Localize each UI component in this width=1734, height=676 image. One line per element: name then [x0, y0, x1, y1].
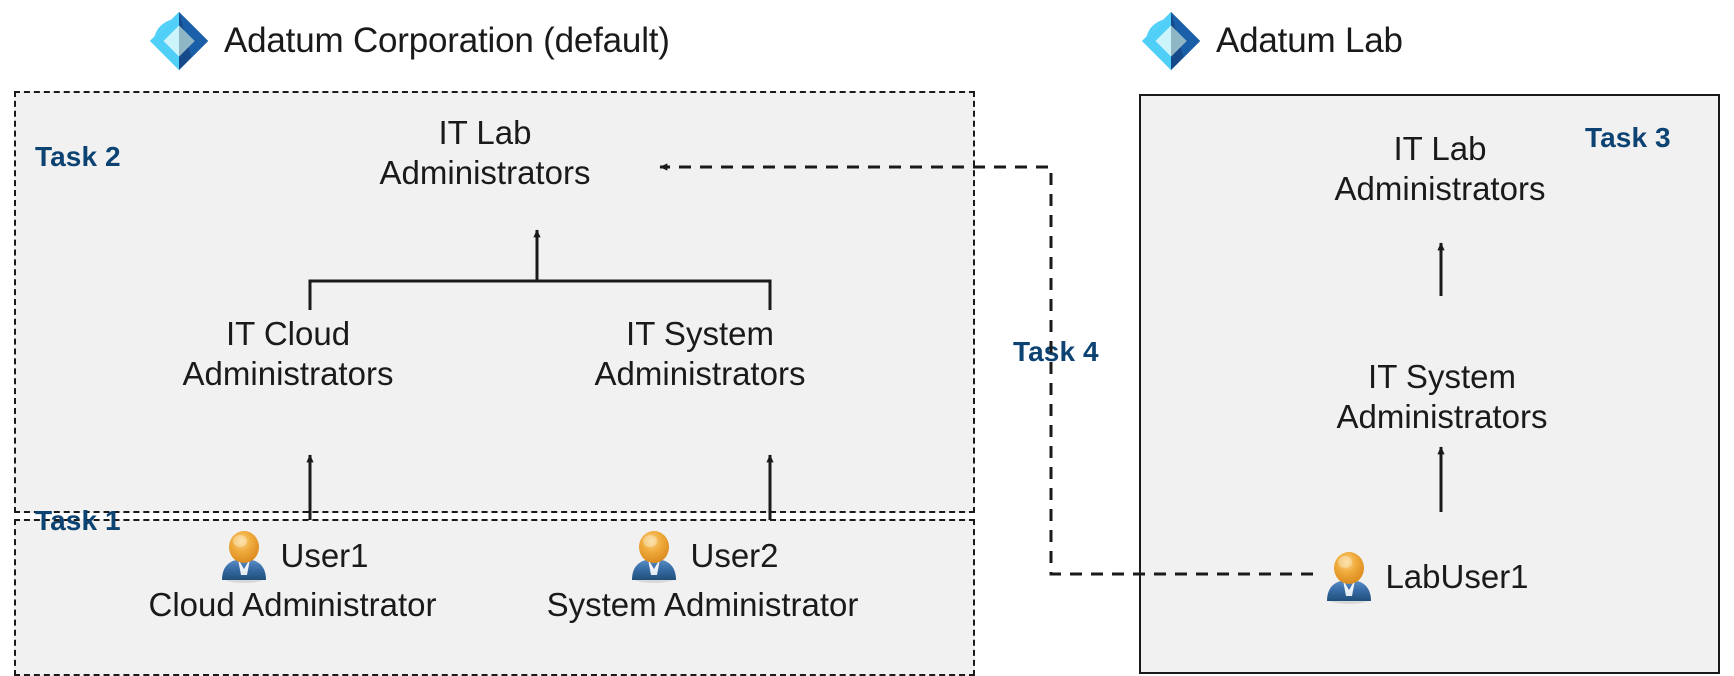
tenant-title: Adatum Lab	[1216, 21, 1403, 60]
user-block-user2: User2 System Administrator	[530, 528, 875, 626]
user-block-labuser1: LabUser1	[1255, 549, 1595, 605]
user1-role: Cloud Administrator	[148, 586, 437, 623]
user2-role: System Administrator	[546, 586, 859, 623]
tenant-header-adatum-lab: Adatum Lab	[1140, 10, 1403, 72]
tenant-title: Adatum Corporation (default)	[224, 21, 670, 60]
group-it-system-administrators-left: IT System Administrators	[594, 315, 806, 392]
user2-name: User2	[690, 537, 779, 574]
task2-label: Task 2	[35, 141, 121, 172]
user-icon	[632, 531, 677, 583]
group-it-system-administrators-right: IT System Administrators	[1336, 358, 1548, 435]
entra-id-logo-icon	[149, 11, 209, 71]
user1-name: User1	[280, 537, 369, 574]
group-it-cloud-administrators: IT Cloud Administrators	[182, 315, 394, 392]
group-it-lab-administrators-right: IT Lab Administrators	[1334, 130, 1546, 207]
labuser1-row: LabUser1	[1255, 549, 1595, 605]
user2-row: User2	[530, 528, 875, 584]
entra-id-logo-icon	[1141, 11, 1201, 71]
user1-row: User1	[120, 528, 465, 584]
tenant-header-adatum-corporation: Adatum Corporation (default)	[148, 10, 670, 72]
user-icon	[1327, 552, 1372, 604]
task1-label: Task 1	[35, 505, 121, 536]
group-it-lab-administrators-left: IT Lab Administrators	[379, 114, 591, 191]
task4-label: Task 4	[1013, 336, 1099, 367]
user-icon	[222, 531, 267, 583]
task3-label: Task 3	[1585, 122, 1671, 153]
labuser1-name: LabUser1	[1385, 558, 1529, 595]
user-block-user1: User1 Cloud Administrator	[120, 528, 465, 626]
